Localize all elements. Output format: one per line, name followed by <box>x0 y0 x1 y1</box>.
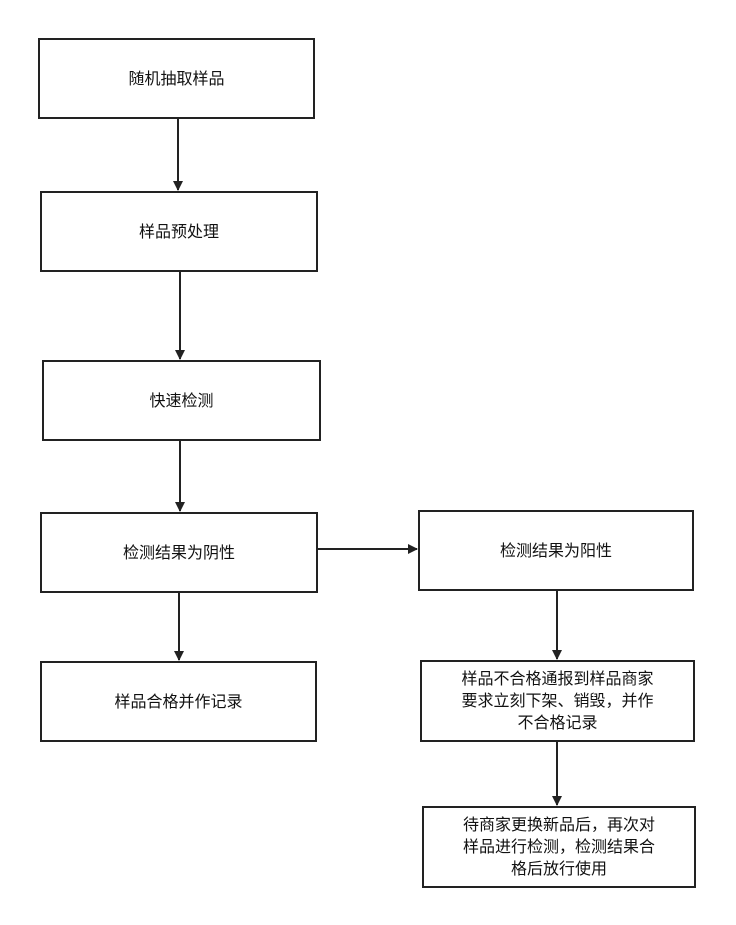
node-result-negative: 检测结果为阴性 <box>40 512 318 593</box>
node-label: 待商家更换新品后，再次对样品进行检测，检测结果合格后放行使用 <box>462 815 655 878</box>
node-label: 检测结果为阳性 <box>499 540 612 560</box>
node-result-positive: 检测结果为阳性 <box>418 510 694 591</box>
node-sample-pretreatment: 样品预处理 <box>40 191 318 272</box>
node-unqualified-notify: 样品不合格通报到样品商家要求立刻下架、销毁，并作不合格记录 <box>420 660 695 742</box>
node-qualified-record: 样品合格并作记录 <box>40 661 317 742</box>
node-label: 随机抽取样品 <box>128 68 225 88</box>
node-random-sampling: 随机抽取样品 <box>38 38 315 119</box>
node-label: 样品合格并作记录 <box>114 691 243 711</box>
node-label: 快速检测 <box>149 390 214 410</box>
node-rapid-test: 快速检测 <box>42 360 321 441</box>
node-label: 样品预处理 <box>138 221 219 241</box>
node-label: 检测结果为阴性 <box>122 542 235 562</box>
node-retest-release: 待商家更换新品后，再次对样品进行检测，检测结果合格后放行使用 <box>422 806 696 888</box>
node-label: 样品不合格通报到样品商家要求立刻下架、销毁，并作不合格记录 <box>461 669 654 732</box>
